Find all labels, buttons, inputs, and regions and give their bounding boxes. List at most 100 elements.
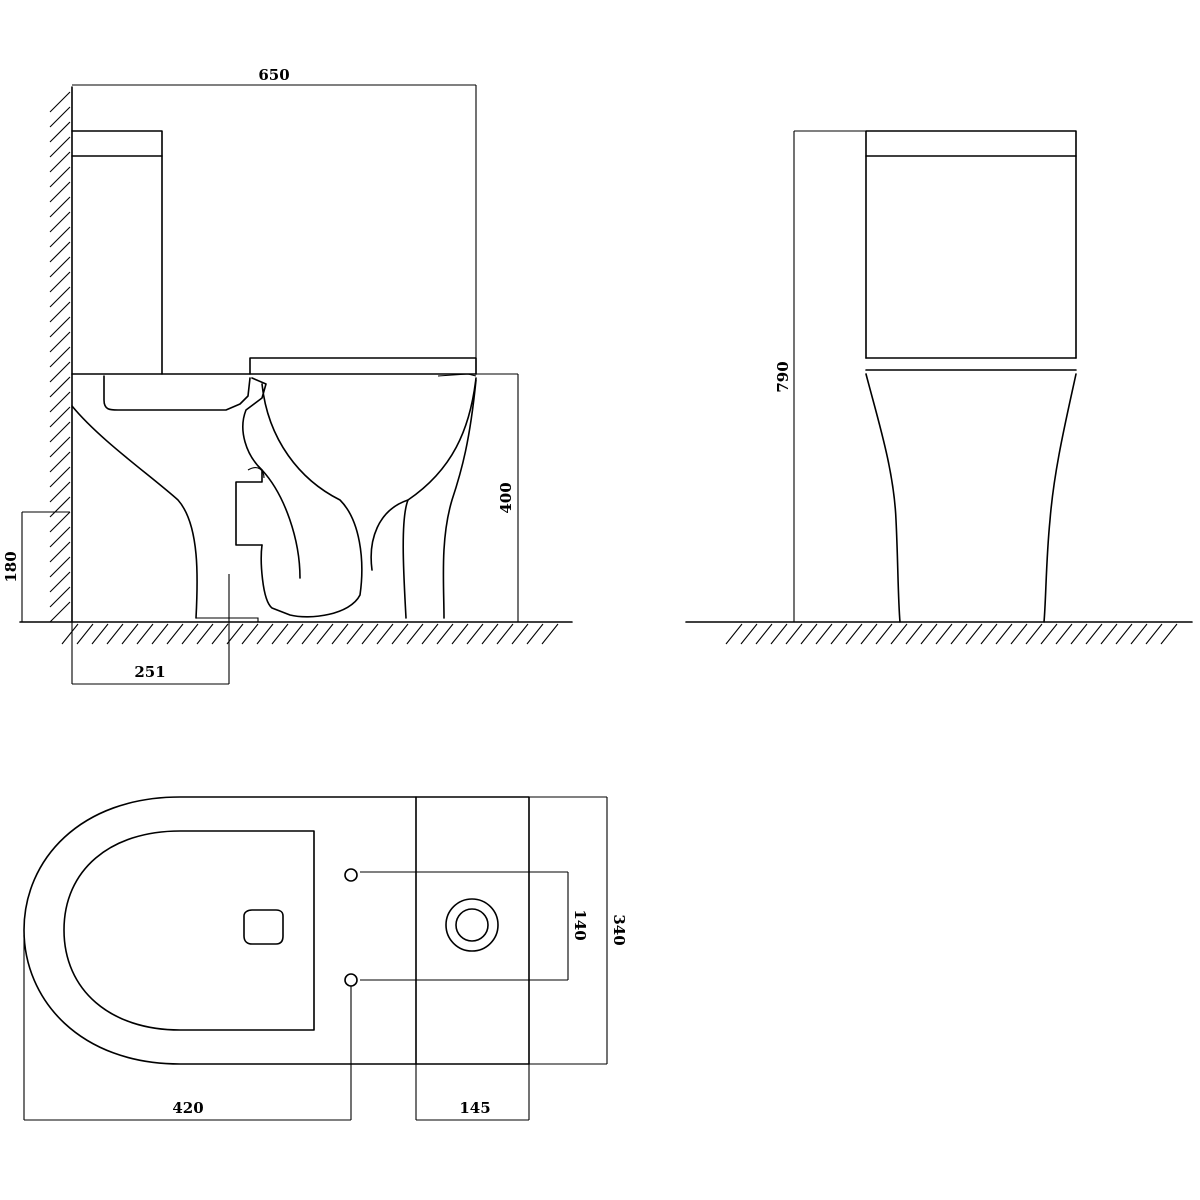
hatch-mark	[890, 623, 908, 645]
hatch-mark	[770, 623, 788, 645]
hatch-mark	[136, 623, 154, 645]
hatch-mark	[980, 623, 998, 645]
outlet-plan	[415, 796, 530, 1065]
hatch-mark	[1160, 623, 1178, 645]
floor-hatch	[61, 623, 559, 645]
dim-140-label: 140	[571, 909, 589, 940]
hatch-mark	[49, 316, 71, 338]
hatch-mark	[1055, 623, 1073, 645]
hatch-mark	[740, 623, 758, 645]
hatch-mark	[361, 623, 379, 645]
hatch-mark	[49, 421, 71, 443]
fixing-hole-top	[344, 868, 358, 882]
dim-251: 251	[71, 618, 230, 685]
hatch-mark	[49, 91, 71, 113]
hatch-mark	[49, 226, 71, 248]
hatch-mark	[346, 623, 364, 645]
hatch-mark	[725, 623, 743, 645]
hatch-mark	[49, 286, 71, 308]
dim-400-label: 400	[497, 482, 515, 513]
fixing-hole-bottom	[344, 973, 358, 987]
hatch-mark	[196, 623, 214, 645]
hatch-mark	[49, 511, 71, 533]
hatch-mark	[995, 623, 1013, 645]
hatch-mark	[436, 623, 454, 645]
hatch-mark	[800, 623, 818, 645]
dim-420-label: 420	[172, 1099, 203, 1117]
hatch-mark	[91, 623, 109, 645]
hatch-mark	[49, 376, 71, 398]
hatch-mark	[226, 623, 244, 645]
hatch-mark	[421, 623, 439, 645]
hatch-mark	[755, 623, 773, 645]
hatch-mark	[49, 451, 71, 473]
hatch-mark	[511, 623, 529, 645]
hatch-mark	[935, 623, 953, 645]
dim-180: 180	[2, 511, 70, 622]
hatch-mark	[49, 481, 71, 503]
hatch-mark	[1085, 623, 1103, 645]
hatch-mark	[815, 623, 833, 645]
dim-650-label: 650	[258, 66, 289, 84]
dim-790: 790	[774, 130, 866, 622]
cistern-side	[71, 130, 163, 375]
hatch-mark	[1025, 623, 1043, 645]
hatch-mark	[860, 623, 878, 645]
hatch-mark	[406, 623, 424, 645]
hatch-mark	[49, 106, 71, 128]
hatch-mark	[1115, 623, 1133, 645]
hatch-mark	[1070, 623, 1088, 645]
hatch-mark	[49, 361, 71, 383]
hatch-mark	[49, 301, 71, 323]
hatch-mark	[950, 623, 968, 645]
floor-hatch-front	[725, 623, 1178, 645]
hatch-mark	[1010, 623, 1028, 645]
bowl-plan	[23, 796, 417, 1065]
fixing-holes	[344, 868, 358, 987]
plan-view: 140 340 420 145	[23, 796, 628, 1121]
outlet-circle-inner	[455, 908, 489, 942]
trapway-side	[103, 375, 409, 618]
hatch-mark	[271, 623, 289, 645]
hatch-mark	[785, 623, 803, 645]
hatch-mark	[49, 601, 71, 623]
hatch-mark	[49, 526, 71, 548]
hatch-mark	[526, 623, 544, 645]
pedestal-front	[865, 373, 1077, 623]
dim-400: 400	[476, 373, 519, 622]
hatch-mark	[106, 623, 124, 645]
dim-790-label: 790	[774, 361, 792, 392]
dim-251-label: 251	[134, 663, 165, 681]
hatch-mark	[920, 623, 938, 645]
hatch-mark	[241, 623, 259, 645]
hatch-mark	[256, 623, 274, 645]
hatch-mark	[49, 331, 71, 353]
wall-hatch	[49, 91, 71, 623]
side-view: 650 400 180 251	[2, 66, 573, 685]
hatch-mark	[49, 391, 71, 413]
hatch-mark	[49, 241, 71, 263]
hatch-mark	[49, 151, 71, 173]
hatch-mark	[49, 346, 71, 368]
hatch-mark	[49, 136, 71, 158]
hatch-mark	[1100, 623, 1118, 645]
hatch-mark	[481, 623, 499, 645]
hatch-mark	[49, 436, 71, 458]
hatch-mark	[49, 541, 71, 563]
hatch-mark	[121, 623, 139, 645]
hatch-mark	[391, 623, 409, 645]
hatch-mark	[61, 623, 79, 645]
hatch-mark	[49, 571, 71, 593]
hatch-mark	[1040, 623, 1058, 645]
dim-340-label: 340	[610, 914, 628, 945]
hatch-mark	[1145, 623, 1163, 645]
hatch-mark	[49, 586, 71, 608]
hatch-mark	[830, 623, 848, 645]
hatch-mark	[905, 623, 923, 645]
hatch-mark	[49, 271, 71, 293]
hatch-mark	[49, 181, 71, 203]
hatch-mark	[49, 211, 71, 233]
hatch-mark	[875, 623, 893, 645]
hatch-mark	[49, 556, 71, 578]
hatch-mark	[376, 623, 394, 645]
